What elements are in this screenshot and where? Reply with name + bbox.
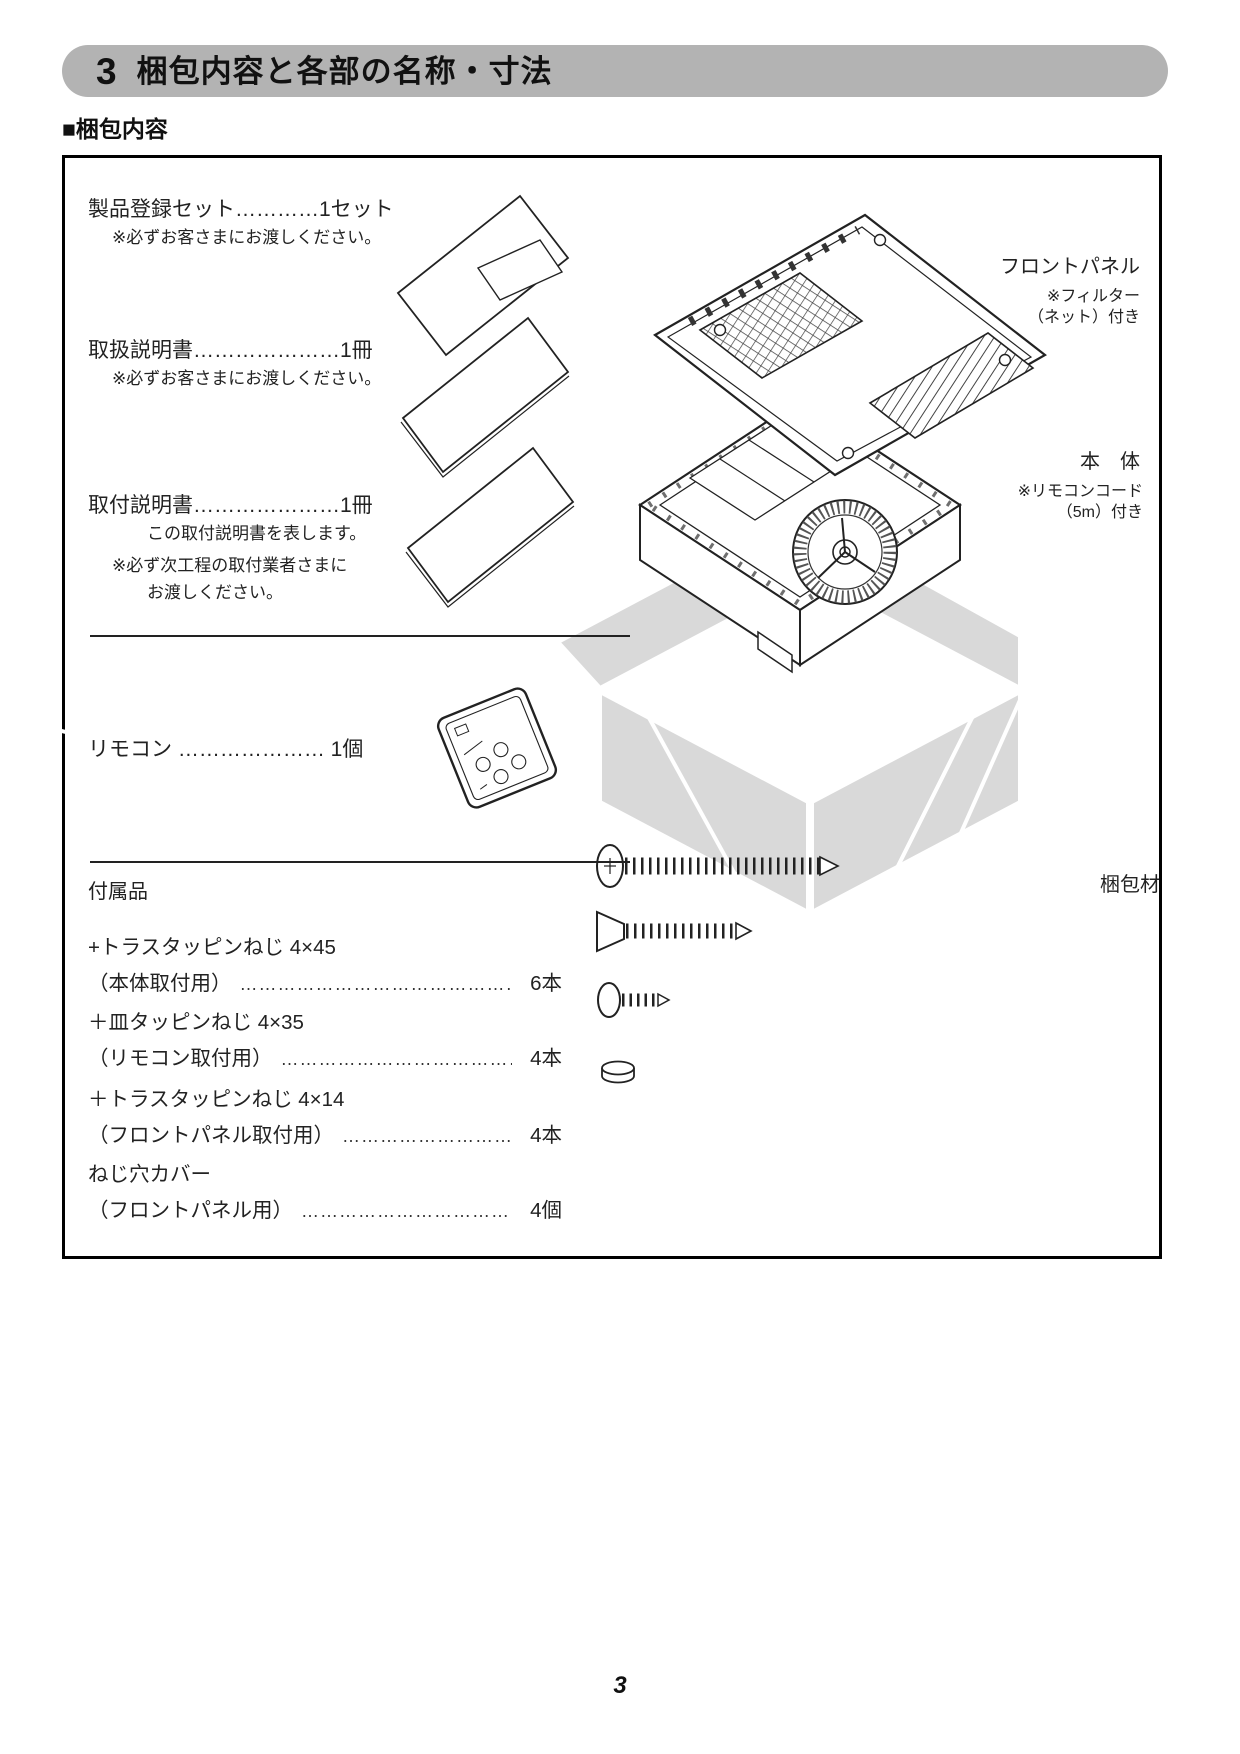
- front-panel-note2: （ネット）付き: [1027, 309, 1140, 326]
- item-registration-set-label: 製品登録セット…………1セット: [88, 198, 394, 221]
- item-user-manual-label: 取扱説明書…………………1冊: [88, 339, 373, 362]
- dot-leader: ……………………………………………………………………: [301, 1201, 512, 1221]
- registration-set-drawing: [396, 194, 570, 357]
- content-box-border: [62, 155, 1162, 1259]
- dot-leader: ……………………………………………………………………: [280, 1049, 513, 1069]
- screw-4x35-drawing: [596, 910, 753, 953]
- front-panel-note1: ※フィルター: [1046, 288, 1140, 305]
- accessory-row-screw-4x35: ＋皿タッピンねじ 4×35 （リモコン取付用） ……………………………………………: [88, 1005, 562, 1071]
- section-header-bar: 3 梱包内容と各部の名称・寸法: [62, 45, 1168, 97]
- item-remote-label: リモコン ………………… 1個: [88, 738, 364, 761]
- accessory-name: ＋皿タッピンねじ 4×35: [88, 1011, 304, 1034]
- front-panel-label: フロントパネル: [1000, 256, 1140, 278]
- screw-4x14-drawing: [597, 982, 671, 1018]
- front-panel-drawing: [653, 213, 1047, 477]
- section-number: 3: [96, 50, 117, 92]
- accessory-count: 4個: [530, 1199, 562, 1222]
- item-install-manual-note3: お渡しください。: [147, 583, 283, 602]
- accessories-heading: 付属品: [88, 881, 148, 903]
- accessory-name: +トラスタッピンねじ 4×45: [88, 936, 336, 959]
- accessory-row-screw-4x14: ＋トラスタッピンねじ 4×14 （フロントパネル取付用） ………………………………: [88, 1082, 562, 1148]
- accessory-row-screw-4x45: +トラスタッピンねじ 4×45 （本体取付用） ……………………………………………: [88, 930, 562, 996]
- accessory-name: ねじ穴カバー: [88, 1163, 211, 1186]
- remote-control-drawing: [436, 687, 558, 809]
- packing-material-label: 梱包材: [1100, 874, 1160, 896]
- page-number: 3: [613, 1672, 627, 1699]
- accessory-count: 6本: [530, 972, 562, 995]
- subheading: ■梱包内容: [62, 116, 168, 142]
- main-body-note2: （5m）付き: [1056, 504, 1143, 521]
- installation-manual-drawing: [405, 446, 575, 608]
- divider-top: [90, 635, 630, 637]
- accessory-use: （リモコン取付用）: [88, 1047, 273, 1070]
- main-body-note1: ※リモコンコード: [1017, 483, 1143, 500]
- accessory-row-screw-hole-cover: ねじ穴カバー （フロントパネル用） ……………………………………………………………: [88, 1157, 562, 1223]
- user-manual-drawing: [400, 316, 570, 478]
- item-install-manual-note1: この取付説明書を表します。: [147, 524, 367, 543]
- screw-hole-cover-drawing: [601, 1060, 635, 1084]
- item-install-manual-label: 取付説明書…………………1冊: [88, 494, 373, 517]
- accessory-use: （フロントパネル用）: [88, 1199, 293, 1222]
- accessory-name: ＋トラスタッピンねじ 4×14: [88, 1088, 345, 1111]
- dot-leader: ……………………………………………………………………: [342, 1126, 512, 1146]
- item-registration-set-note: ※必ずお客さまにお渡しください。: [112, 228, 382, 247]
- packing-contents-illustration: [62, 194, 1047, 1084]
- main-body-label: 本 体: [1080, 451, 1140, 473]
- divider-bottom: [90, 861, 630, 863]
- item-install-manual-note2: ※必ず次工程の取付業者さまに: [112, 556, 348, 575]
- fan-drawing: [792, 499, 898, 605]
- main-body-drawing: [637, 398, 963, 674]
- screw-4x45-drawing: [596, 844, 840, 888]
- item-user-manual-note: ※必ずお客さまにお渡しください。: [112, 369, 382, 388]
- accessory-count: 4本: [530, 1124, 562, 1147]
- accessory-use: （フロントパネル取付用）: [88, 1124, 334, 1147]
- accessory-use: （本体取付用）: [88, 972, 232, 995]
- dot-leader: ……………………………………………………………………: [239, 974, 513, 994]
- section-title: 梱包内容と各部の名称・寸法: [136, 53, 553, 89]
- accessory-count: 4本: [530, 1047, 562, 1070]
